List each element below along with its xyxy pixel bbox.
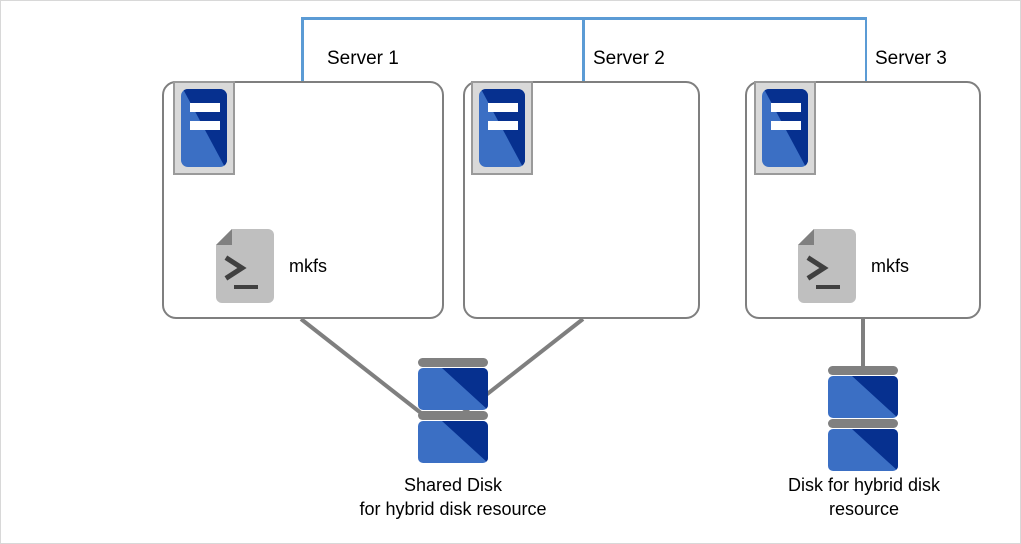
server-icon-3 bbox=[754, 81, 816, 175]
disk-body-bottom bbox=[418, 421, 488, 463]
mkfs-label-server-3: mkfs bbox=[871, 256, 909, 276]
server-3-label: Server 3 bbox=[875, 48, 947, 69]
server-2-label: Server 2 bbox=[593, 48, 665, 69]
bracket-drop-server-2 bbox=[582, 17, 585, 83]
terminal-file-icon bbox=[216, 229, 274, 303]
connector-server1-shared-disk bbox=[299, 317, 423, 415]
disk-body-top bbox=[418, 368, 488, 410]
server-icon-bar-top bbox=[190, 103, 220, 112]
terminal-file-icon bbox=[798, 229, 856, 303]
server-icon-bar-bottom bbox=[190, 121, 220, 130]
server-icon-bar-bottom bbox=[771, 121, 801, 130]
shared-disk-caption-line-1: Shared Disk bbox=[403, 475, 503, 495]
disk-body-bottom bbox=[828, 429, 898, 471]
disk-bar-middle bbox=[418, 411, 488, 420]
disk-bar-middle bbox=[828, 419, 898, 428]
server-icon-1 bbox=[173, 81, 235, 175]
server-1-label: Server 1 bbox=[327, 48, 399, 69]
server-icon-2 bbox=[471, 81, 533, 175]
bracket-drop-server-1 bbox=[301, 17, 304, 83]
hybrid-disk-caption-line-1: Disk for hybrid disk bbox=[787, 475, 941, 495]
server-icon-bar-top bbox=[488, 103, 518, 112]
hybrid-disk-caption-line-2: resource bbox=[828, 499, 900, 520]
disk-stack-icon-hybrid[interactable] bbox=[828, 366, 898, 472]
disk-stack-icon-shared[interactable] bbox=[418, 358, 488, 464]
hybrid-disk-caption: Disk for hybrid disk resource bbox=[741, 473, 987, 522]
server-icon-bar-top bbox=[771, 103, 801, 112]
mkfs-label-server-1: mkfs bbox=[289, 256, 327, 276]
shared-disk-caption: Shared Disk for hybrid disk resource bbox=[303, 473, 603, 522]
bracket-drop-server-3 bbox=[864, 17, 867, 83]
disk-bar-top bbox=[418, 358, 488, 367]
disk-bar-top bbox=[828, 366, 898, 375]
shared-disk-caption-line-2: for hybrid disk resource bbox=[359, 499, 547, 520]
server-icon-bar-bottom bbox=[488, 121, 518, 130]
disk-body-top bbox=[828, 376, 898, 418]
